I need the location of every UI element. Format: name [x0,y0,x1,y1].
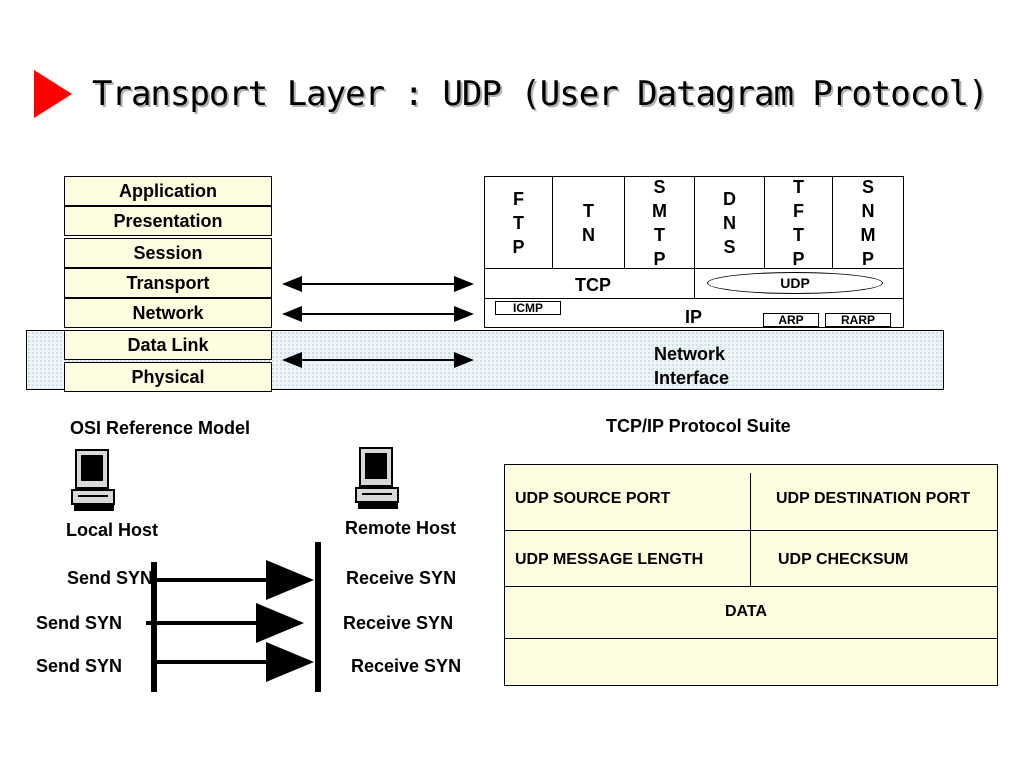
local-host-computer-icon [71,449,115,511]
osi-layer-transport: Transport [64,268,272,298]
header-row-data [505,587,997,639]
remote-host-computer-icon [355,447,399,509]
app-smtp: S M T P [625,177,695,269]
syn-timeline [146,542,321,692]
udp-data: DATA [725,603,768,620]
header-row-length-checksum [505,531,997,587]
send-syn-1: Send SYN [67,568,154,588]
network-interface-label: Network Interface [654,344,730,388]
osi-layer-network: Network [64,298,272,328]
osi-layer-presentation: Presentation [64,206,272,236]
local-host-label: Local Host [66,520,159,540]
page-title: Transport Layer : UDP (User Datagram Pro… [92,74,989,114]
send-syn-3: Send SYN [36,656,123,676]
udp-destination-port: UDP DESTINATION PORT [776,490,971,507]
udp-source-port: UDP SOURCE PORT [515,490,671,507]
app-ftp: F T P [485,177,553,269]
udp-message-length: UDP MESSAGE LENGTH [515,551,704,568]
layer-mapping-arrows [282,276,474,368]
osi-layer-data-link: Data Link [64,330,272,360]
app-telnet: T N [553,177,625,269]
osi-layer-application: Application [64,176,272,206]
osi-caption: OSI Reference Model [70,418,251,438]
header-column-divider [750,473,751,587]
osi-layer-physical: Physical [64,362,272,392]
tcp-divider [694,268,695,298]
tcpip-suite-box: F T P T N S M T P D N S T F T P S N M P … [484,176,904,328]
send-syn-2: Send SYN [36,613,123,633]
app-tftp: T F T P [765,177,833,269]
receive-syn-2: Receive SYN [343,613,454,633]
app-dns: D N S [695,177,765,269]
osi-layer-session: Session [64,238,272,268]
receive-syn-1: Receive SYN [346,568,457,588]
receive-syn-3: Receive SYN [351,656,462,676]
tcp-label: TCP [575,275,611,295]
udp-oval: UDP [707,272,883,294]
udp-checksum: UDP CHECKSUM [778,551,909,568]
rarp-box: RARP [825,313,891,327]
udp-header-table: UDP SOURCE PORT UDP DESTINATION PORT UDP… [504,464,998,686]
header-row-ports [505,465,997,531]
page-title-shadow: Transport Layer : UDP (User Datagram Pro… [94,76,991,116]
ip-label: IP [685,307,703,327]
title-bullet-icon [34,70,72,118]
tcpip-caption: TCP/IP Protocol Suite [606,416,791,436]
arp-box: ARP [763,313,819,327]
remote-host-label: Remote Host [345,518,457,538]
app-snmp: S N M P [860,177,876,269]
icmp-box: ICMP [495,301,561,315]
udp-label: UDP [780,275,810,291]
